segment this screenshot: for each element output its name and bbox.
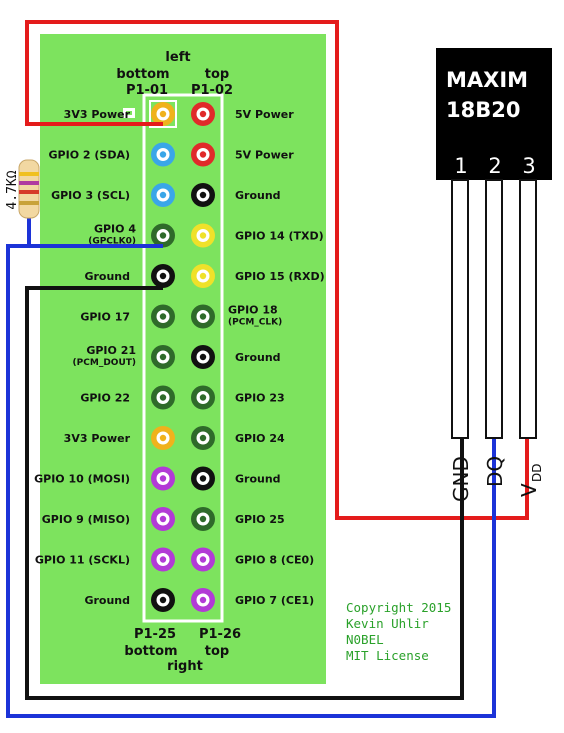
pin-15-label: GPIO 22 bbox=[80, 392, 130, 405]
pin-1 bbox=[151, 102, 175, 126]
pin-14 bbox=[191, 345, 215, 369]
pin-26 bbox=[191, 588, 215, 612]
pin-25-label: Ground bbox=[84, 594, 130, 607]
pin-19 bbox=[151, 466, 175, 491]
pin-21 bbox=[151, 507, 175, 531]
resistor-band-4 bbox=[19, 201, 39, 205]
footer-bottom-label: right bbox=[167, 659, 203, 674]
pin-20 bbox=[191, 466, 215, 491]
pin-19-label: GPIO 10 (MOSI) bbox=[34, 473, 130, 486]
pin-9-label: Ground bbox=[84, 270, 130, 283]
footer-left-position: bottom bbox=[124, 644, 177, 659]
leg-label-vdd-subscript: DD bbox=[530, 464, 544, 482]
pin-13-label: GPIO 21 bbox=[86, 344, 136, 357]
pin-22 bbox=[191, 507, 215, 531]
pin1-connector-icon bbox=[123, 108, 135, 118]
sensor-leg-gnd bbox=[451, 179, 469, 439]
pin-11-label: GPIO 17 bbox=[80, 311, 130, 324]
pin1-marker bbox=[149, 100, 177, 128]
gpio-board bbox=[40, 34, 326, 684]
pin-4-label: 5V Power bbox=[235, 149, 294, 162]
pin-8 bbox=[191, 223, 215, 248]
pin-22-label: GPIO 25 bbox=[235, 513, 285, 526]
pin-6 bbox=[191, 183, 215, 207]
pin-15 bbox=[151, 385, 175, 410]
footer-left-pin: P1-25 bbox=[134, 627, 176, 642]
black-wire bbox=[25, 286, 464, 700]
pin-2 bbox=[191, 102, 215, 126]
sensor-pin-1-number: 1 bbox=[454, 154, 467, 178]
pin-12 bbox=[191, 304, 215, 329]
pin-13-sublabel: (PCM_DOUT) bbox=[73, 358, 136, 368]
sensor-pin-3-number: 3 bbox=[522, 154, 535, 178]
pin-7 bbox=[151, 223, 175, 248]
resistor-band-2 bbox=[19, 181, 39, 185]
header-left-pin: P1-01 bbox=[126, 83, 168, 98]
pin-5 bbox=[151, 183, 175, 207]
leg-label-dq: DQ bbox=[483, 456, 507, 487]
pin-3-label: GPIO 2 (SDA) bbox=[49, 149, 130, 162]
pin-4 bbox=[191, 142, 215, 167]
pin-17 bbox=[151, 426, 175, 450]
pin-5-label: GPIO 3 (SCL) bbox=[51, 189, 130, 202]
credit-license: MIT License bbox=[346, 648, 429, 663]
pin-10-label: GPIO 15 (RXD) bbox=[235, 270, 325, 283]
resistor-band-1 bbox=[19, 172, 39, 176]
footer-right-position: top bbox=[205, 644, 229, 659]
pin-7-label: GPIO 4 bbox=[94, 223, 136, 236]
pin-17-label: 3V3 Power bbox=[64, 432, 131, 445]
header-top-label: left bbox=[165, 50, 190, 65]
header-left-position: bottom bbox=[116, 67, 169, 82]
pin-18 bbox=[191, 426, 215, 450]
pin-23-label: GPIO 11 (SCKL) bbox=[35, 554, 130, 567]
header-right-pin: P1-02 bbox=[191, 83, 233, 98]
sensor-leg-vdd bbox=[519, 179, 537, 439]
ds18b20-sensor: MAXIM 18B20 1 2 3 bbox=[436, 48, 552, 180]
red-wire bbox=[25, 20, 529, 520]
resistor bbox=[18, 159, 40, 219]
pin-20-label: Ground bbox=[235, 473, 281, 486]
sensor-leg-dq bbox=[485, 179, 503, 439]
pin-23 bbox=[151, 547, 175, 572]
pin-25 bbox=[151, 588, 175, 612]
leg-label-gnd: GND bbox=[449, 456, 473, 502]
pin-1-label: 3V3 Power bbox=[64, 108, 131, 121]
sensor-brand: MAXIM bbox=[446, 68, 528, 92]
header-outline bbox=[142, 93, 224, 623]
pin-18-label: GPIO 24 bbox=[235, 432, 285, 445]
pin-11 bbox=[151, 304, 175, 329]
sensor-body bbox=[436, 48, 552, 180]
pin-21-label: GPIO 9 (MISO) bbox=[42, 513, 130, 526]
pin-6-label: Ground bbox=[235, 189, 281, 202]
pin-7-sublabel: (GPCLK0) bbox=[88, 237, 136, 247]
pin-2-label: 5V Power bbox=[235, 108, 294, 121]
pin-10 bbox=[191, 264, 215, 288]
pin-26-label: GPIO 7 (CE1) bbox=[235, 594, 314, 607]
credit-author: Kevin Uhlir bbox=[346, 616, 429, 631]
resistor-value: 4.7KΩ bbox=[5, 170, 20, 209]
leg-label-vdd: V bbox=[517, 483, 541, 497]
pin-24 bbox=[191, 547, 215, 572]
pin-16-label: GPIO 23 bbox=[235, 392, 285, 405]
pin-14-label: Ground bbox=[235, 351, 281, 364]
sensor-pin-2-number: 2 bbox=[488, 154, 501, 178]
pin-16 bbox=[191, 385, 215, 410]
pin-12-label: GPIO 18 bbox=[228, 304, 278, 317]
pin-8-label: GPIO 14 (TXD) bbox=[235, 230, 324, 243]
header-right-position: top bbox=[205, 67, 229, 82]
credit-copyright: Copyright 2015 bbox=[346, 600, 451, 615]
pin-24-label: GPIO 8 (CE0) bbox=[235, 554, 314, 567]
footer-right-pin: P1-26 bbox=[199, 627, 241, 642]
credit-callsign: N0BEL bbox=[346, 632, 384, 647]
blue-wire bbox=[6, 244, 496, 718]
sensor-model: 18B20 bbox=[446, 98, 520, 122]
resistor-band-3 bbox=[19, 190, 39, 194]
pin-9 bbox=[151, 264, 175, 288]
pin-3 bbox=[151, 142, 175, 167]
pin-13 bbox=[151, 345, 175, 369]
pin-12-sublabel: (PCM_CLK) bbox=[228, 318, 282, 328]
